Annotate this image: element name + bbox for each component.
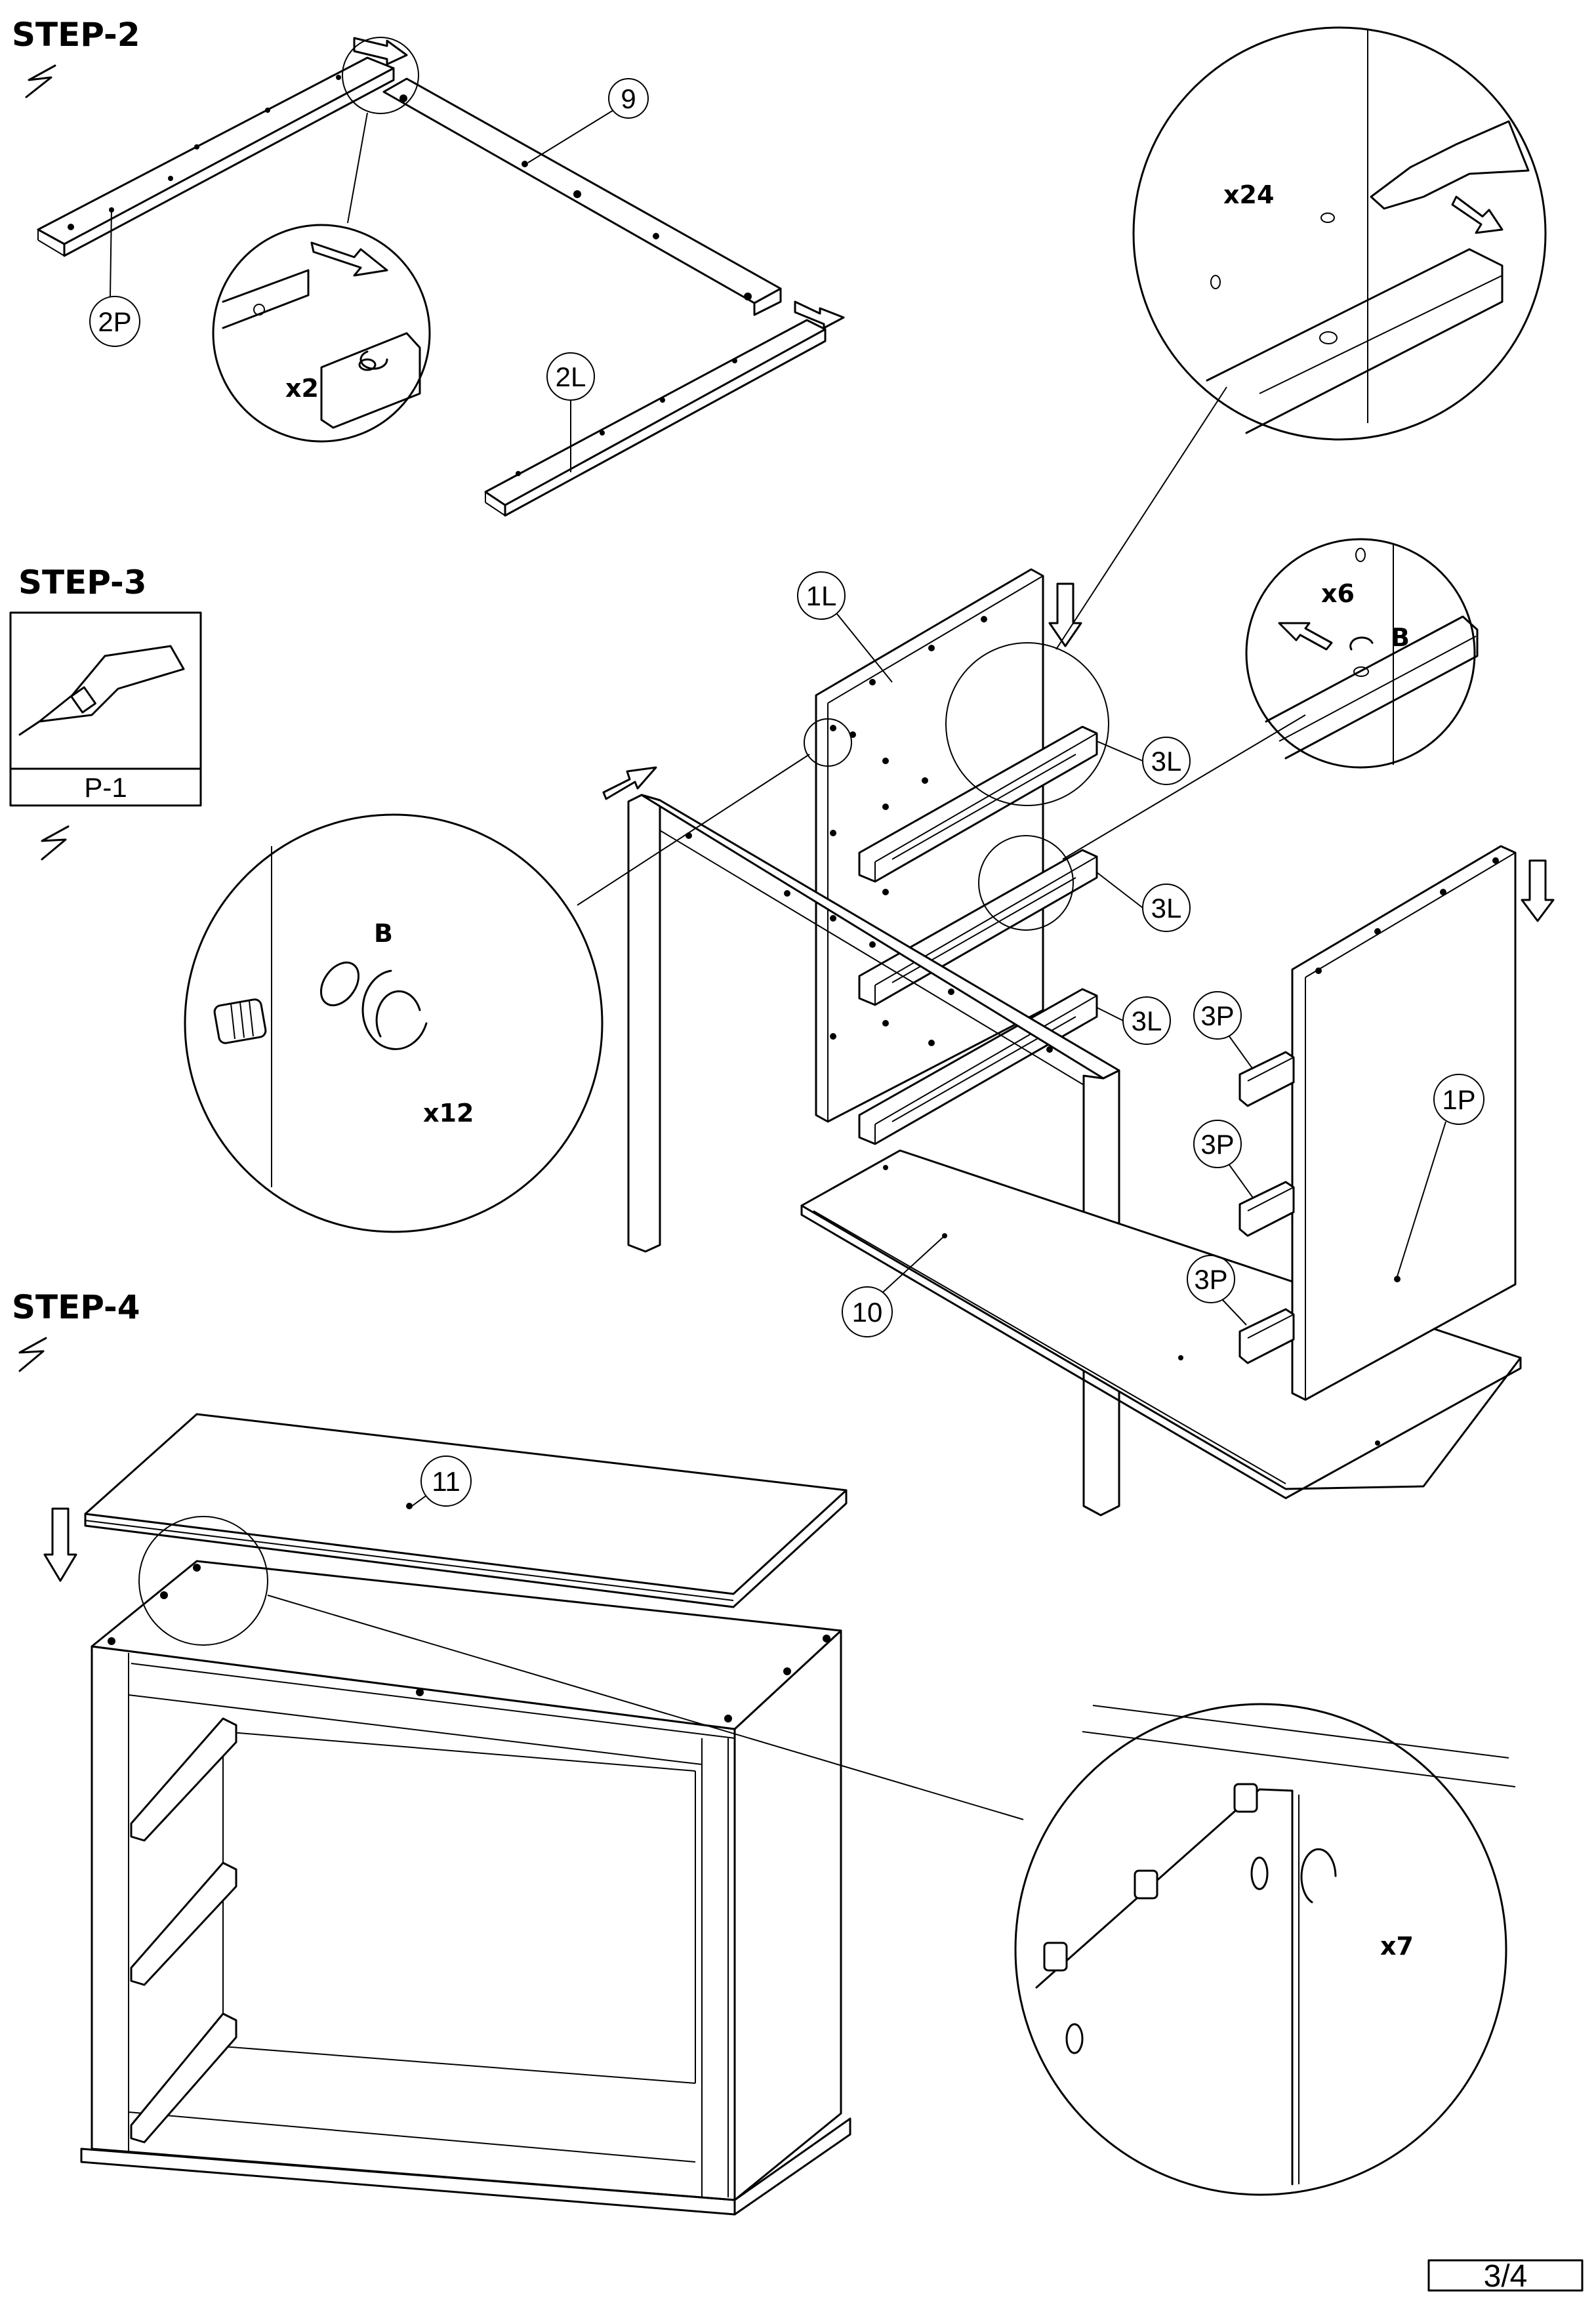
part-label-2L: 2L <box>556 361 586 392</box>
arrow-icon <box>43 1507 77 1582</box>
part-label-3L-1: 3L <box>1151 746 1182 777</box>
detail-circle-step2: x2 <box>212 224 431 443</box>
front-frame <box>627 794 1120 1517</box>
part-label-2P: 2P <box>98 306 131 337</box>
qty-label: x2 <box>285 374 319 403</box>
detail-marker <box>945 642 1109 806</box>
cam-lock-icon <box>361 969 428 1050</box>
tool-change-icon <box>25 64 56 98</box>
part-label-11: 11 <box>432 1466 460 1497</box>
dowel-icon <box>213 998 267 1044</box>
detail-circle-step3-cam: B x12 <box>184 813 604 1233</box>
detail-marker <box>978 835 1074 931</box>
arrow-icon <box>794 300 845 329</box>
callout-2P <box>89 296 140 347</box>
cam-lock-icon <box>1300 1848 1337 1904</box>
rail-2P <box>37 56 395 257</box>
top-panel-11 <box>84 1413 848 1608</box>
callout-1P <box>1433 1074 1484 1125</box>
glue-tube-icon <box>18 645 185 736</box>
part-label-3P-3: 3P <box>1194 1264 1227 1295</box>
part-label-1P: 1P <box>1442 1084 1475 1115</box>
arrow-icon <box>1278 622 1333 651</box>
step-4-section: STEP-4 <box>12 1288 1516 2216</box>
arrow-icon <box>1048 582 1082 647</box>
arrow-icon <box>602 766 657 800</box>
rail-2L <box>484 319 827 517</box>
fitting-letter-right: B <box>1391 623 1410 652</box>
drawer-rail-3L-1 <box>858 725 1098 883</box>
page-number-box: 3/4 <box>1427 2259 1584 2294</box>
part-label-3P-1: 3P <box>1200 1000 1234 1031</box>
qty-label-top: x24 <box>1223 180 1274 209</box>
detail-marker <box>342 37 419 114</box>
rail-bracket-3P-1 <box>1238 1051 1295 1107</box>
part-label-9: 9 <box>621 83 636 114</box>
arrow-icon <box>353 37 408 66</box>
part-label-3L-3: 3L <box>1132 1006 1162 1036</box>
part-label-10: 10 <box>852 1297 883 1328</box>
step-3-title: STEP-3 <box>18 563 147 601</box>
detail-circle-step3-rail: x6 B <box>1245 538 1479 769</box>
part-label-3L-2: 3L <box>1151 893 1182 924</box>
cam-lock-icon <box>1349 636 1374 651</box>
glue-tube-icon <box>1370 120 1530 210</box>
rail-9 <box>382 77 782 316</box>
step-4-title: STEP-4 <box>12 1288 140 1326</box>
step-2-title: STEP-2 <box>12 16 140 54</box>
qty-label-right: x6 <box>1321 579 1355 608</box>
tool-box-glue: P-1 <box>9 611 202 807</box>
callout-11 <box>420 1456 472 1507</box>
arrow-icon <box>1521 859 1555 922</box>
callout-3P-2 <box>1193 1120 1242 1168</box>
callout-9 <box>608 78 649 119</box>
detail-circle-step3-glue: x24 <box>1132 26 1547 441</box>
rail-bracket-3P-3 <box>1238 1308 1295 1364</box>
bottom-panel-10 <box>800 1149 1522 1499</box>
tool-change-icon <box>41 825 70 861</box>
callout-3P-1 <box>1193 991 1242 1040</box>
arrow-icon <box>1451 195 1504 234</box>
rail-bracket-3P-2 <box>1238 1181 1295 1237</box>
tool-label: P-1 <box>84 772 127 803</box>
qty-label-main: x12 <box>423 1099 474 1128</box>
callout-10 <box>842 1286 893 1337</box>
tool-change-icon <box>18 1337 47 1372</box>
part-label-3P-2: 3P <box>1200 1129 1234 1160</box>
detail-circle-step4: x7 <box>1014 1703 1516 2196</box>
callout-1L <box>797 571 846 620</box>
fitting-letter-main: B <box>374 919 393 948</box>
cam-lock-icon <box>359 350 388 370</box>
step-2-section: STEP-2 <box>12 16 845 517</box>
step-3-section: STEP-3 P-1 <box>9 26 1555 1517</box>
callout-3P-3 <box>1187 1255 1235 1303</box>
detail-marker <box>138 1516 268 1646</box>
qty-label: x7 <box>1380 1932 1414 1961</box>
side-panel-1P <box>1291 845 1517 1401</box>
cabinet-body <box>80 1560 851 2216</box>
detail-marker <box>804 718 852 767</box>
dowel-icon <box>1043 1783 1258 1972</box>
arrow-icon <box>310 241 388 277</box>
page-number: 3/4 <box>1484 2259 1528 2294</box>
part-label-1L: 1L <box>806 580 837 611</box>
